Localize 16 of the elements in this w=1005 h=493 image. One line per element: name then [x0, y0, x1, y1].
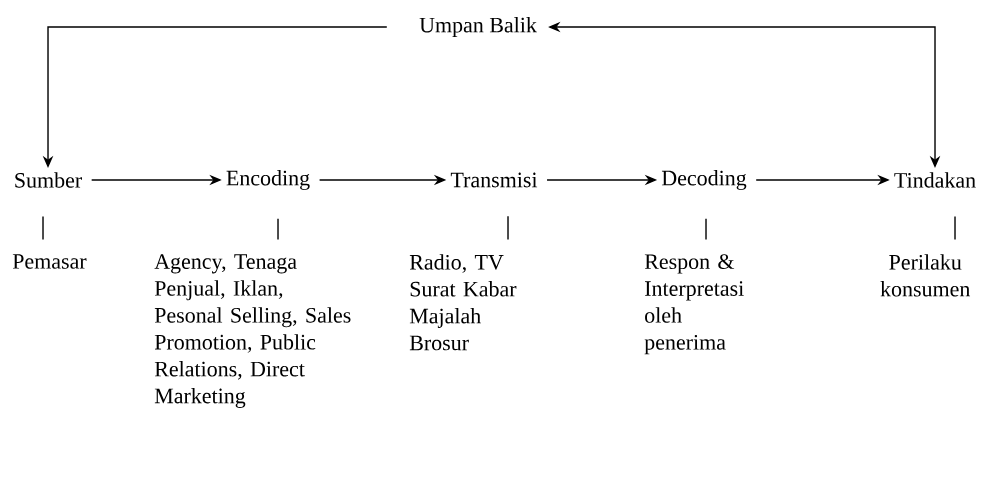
example-text: Radio, TV Surat Kabar Majalah Brosur: [409, 254, 517, 351]
connector-line: [954, 215, 956, 241]
connector-line: [507, 215, 509, 241]
example-text: Pemasar: [12, 254, 87, 269]
connector-line: [42, 215, 44, 241]
example-text: Respon & Interpretasi oleh penerima: [644, 254, 744, 355]
stage-label: Transmisi: [450, 172, 538, 188]
stage-label: Sumber: [15, 172, 82, 188]
stage-label: Tindakan: [894, 172, 976, 188]
stage-label: Encoding: [226, 170, 310, 190]
connector-line: [705, 218, 707, 241]
example-text: Agency, Tenaga Penjual, Iklan, Pesonal Selling, Sales Promotion, Public Relations, Direct Marketing: [154, 254, 351, 408]
example-text: Perilaku konsumen: [880, 254, 971, 297]
feedback-label: Umpan Balik: [419, 17, 537, 37]
stage-label: Decoding: [661, 170, 747, 190]
connector-line: [277, 218, 279, 241]
